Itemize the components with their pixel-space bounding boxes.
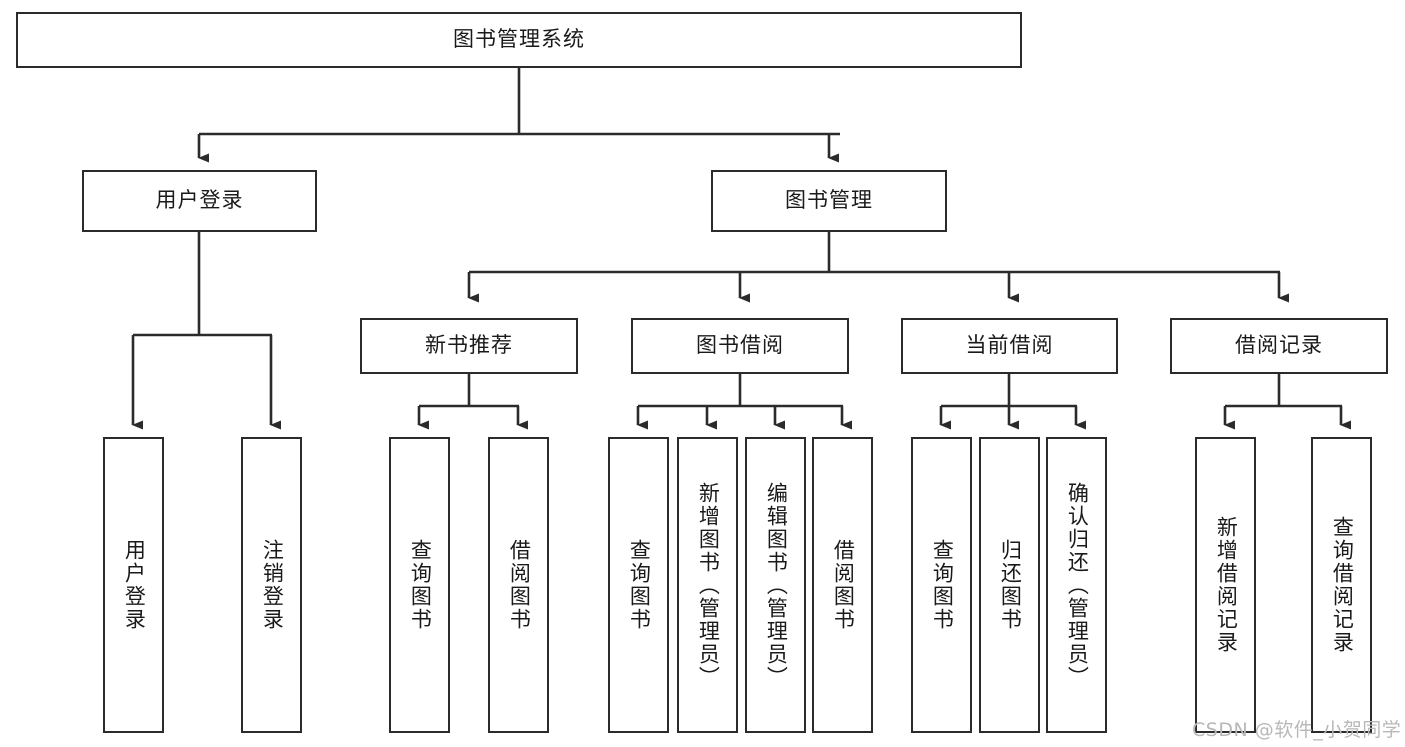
leaf-edit-book-admin[interactable]: 编辑图书（管理员）	[745, 437, 806, 733]
node-book-management[interactable]: 图书管理	[711, 170, 947, 232]
node-label: 借阅图书	[831, 539, 856, 631]
node-label: 图书管理	[785, 188, 873, 213]
leaf-borrow-book[interactable]: 借阅图书	[812, 437, 873, 733]
node-label: 查询借阅记录	[1330, 516, 1355, 654]
leaf-logout[interactable]: 注销登录	[241, 437, 302, 733]
node-label: 图书管理系统	[453, 27, 585, 52]
node-label: 查询图书	[408, 539, 433, 631]
node-label: 新书推荐	[425, 333, 513, 358]
node-user-login[interactable]: 用户登录	[82, 170, 317, 232]
leaf-query-book-borrow[interactable]: 查询图书	[608, 437, 669, 733]
node-label: 查询图书	[627, 539, 652, 631]
csdn-watermark: CSDN @软件_小贺同学	[1192, 719, 1402, 741]
node-root-book-management-system[interactable]: 图书管理系统	[16, 12, 1022, 68]
node-label: 确认归还（管理员）	[1065, 481, 1090, 689]
node-label: 新增图书（管理员）	[696, 481, 721, 689]
node-label: 编辑图书（管理员）	[764, 481, 789, 689]
node-book-borrow[interactable]: 图书借阅	[631, 318, 849, 374]
leaf-confirm-return-admin[interactable]: 确认归还（管理员）	[1046, 437, 1107, 733]
leaf-query-book-recommend[interactable]: 查询图书	[389, 437, 450, 733]
leaf-query-book-current[interactable]: 查询图书	[911, 437, 972, 733]
leaf-add-borrow-record[interactable]: 新增借阅记录	[1195, 437, 1256, 733]
node-current-borrow[interactable]: 当前借阅	[901, 318, 1118, 374]
node-label: 新增借阅记录	[1214, 516, 1239, 654]
leaf-user-login[interactable]: 用户登录	[103, 437, 164, 733]
node-borrow-record[interactable]: 借阅记录	[1170, 318, 1388, 374]
node-new-book-recommend[interactable]: 新书推荐	[360, 318, 578, 374]
node-label: 借阅记录	[1235, 333, 1323, 358]
leaf-add-book-admin[interactable]: 新增图书（管理员）	[677, 437, 738, 733]
leaf-return-book[interactable]: 归还图书	[979, 437, 1040, 733]
node-label: 当前借阅	[965, 333, 1054, 358]
node-label: 用户登录	[155, 188, 244, 213]
node-label: 用户登录	[122, 539, 147, 631]
node-label: 注销登录	[260, 539, 285, 631]
node-label: 借阅图书	[507, 539, 532, 631]
node-label: 图书借阅	[696, 333, 784, 358]
node-label: 查询图书	[930, 539, 955, 631]
node-label: 归还图书	[998, 539, 1023, 631]
leaf-query-borrow-record[interactable]: 查询借阅记录	[1311, 437, 1372, 733]
leaf-borrow-book-recommend[interactable]: 借阅图书	[488, 437, 549, 733]
